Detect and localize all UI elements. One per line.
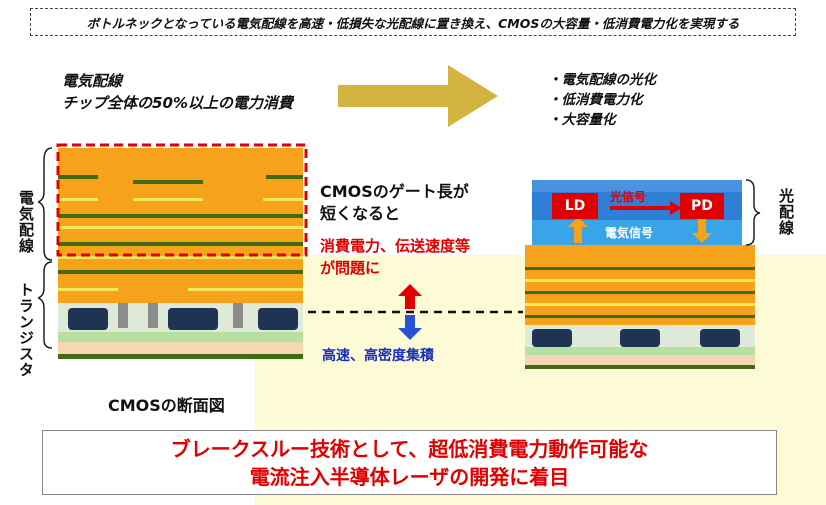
gate-length-line2: 短くなると — [320, 204, 401, 223]
benefit-bullets: ・電気配線の光化 ・低消費電力化 ・大容量化 — [548, 70, 656, 130]
label-transistor: トランジスタ — [17, 282, 35, 378]
left-title-line1: 電気配線 — [62, 72, 123, 90]
photo-diode: PD — [680, 193, 724, 219]
left-title-line2: チップ全体の50%以上の電力消費 — [62, 94, 293, 112]
issue-line2: が問題に — [320, 259, 381, 277]
cross-section-caption: CMOSの断面図 — [108, 396, 225, 415]
cmos-cross-section — [38, 143, 308, 359]
conclusion-box: ブレークスルー技術として、超低消費電力動作可能な 電流注入半導体レーザの開発に着… — [42, 430, 777, 495]
optical-signal-label: 光信号 — [610, 190, 647, 204]
label-optical-wiring: 光配線 — [777, 188, 795, 236]
label-electrical-wiring: 電気配線 — [17, 190, 35, 254]
bullet-optical: ・電気配線の光化 — [548, 72, 656, 88]
electrical-signal-label: 電気信号 — [605, 226, 654, 240]
bullet-low-power: ・低消費電力化 — [548, 92, 643, 108]
benefit-text: 高速、高密度集積 — [322, 348, 434, 364]
summary-banner: ボトルネックとなっている電気配線を高速・低損失な光配線に置き換え、CMOSの大容… — [30, 8, 796, 36]
conclusion-line1: ブレークスルー技術として、超低消費電力動作可能な — [170, 436, 649, 461]
issue-line1: 消費電力、伝送速度等 — [320, 237, 471, 255]
gate-length-line1: CMOSのゲート長が — [320, 182, 469, 201]
bullet-capacity: ・大容量化 — [548, 112, 616, 128]
laser-diode: LD — [552, 193, 598, 219]
optical-interconnect-diagram — [525, 179, 761, 369]
conclusion-line2: 電流注入半導体レーザの開発に着目 — [249, 464, 570, 489]
tradeoff-indicator — [308, 284, 523, 340]
transition-arrow — [338, 65, 498, 127]
